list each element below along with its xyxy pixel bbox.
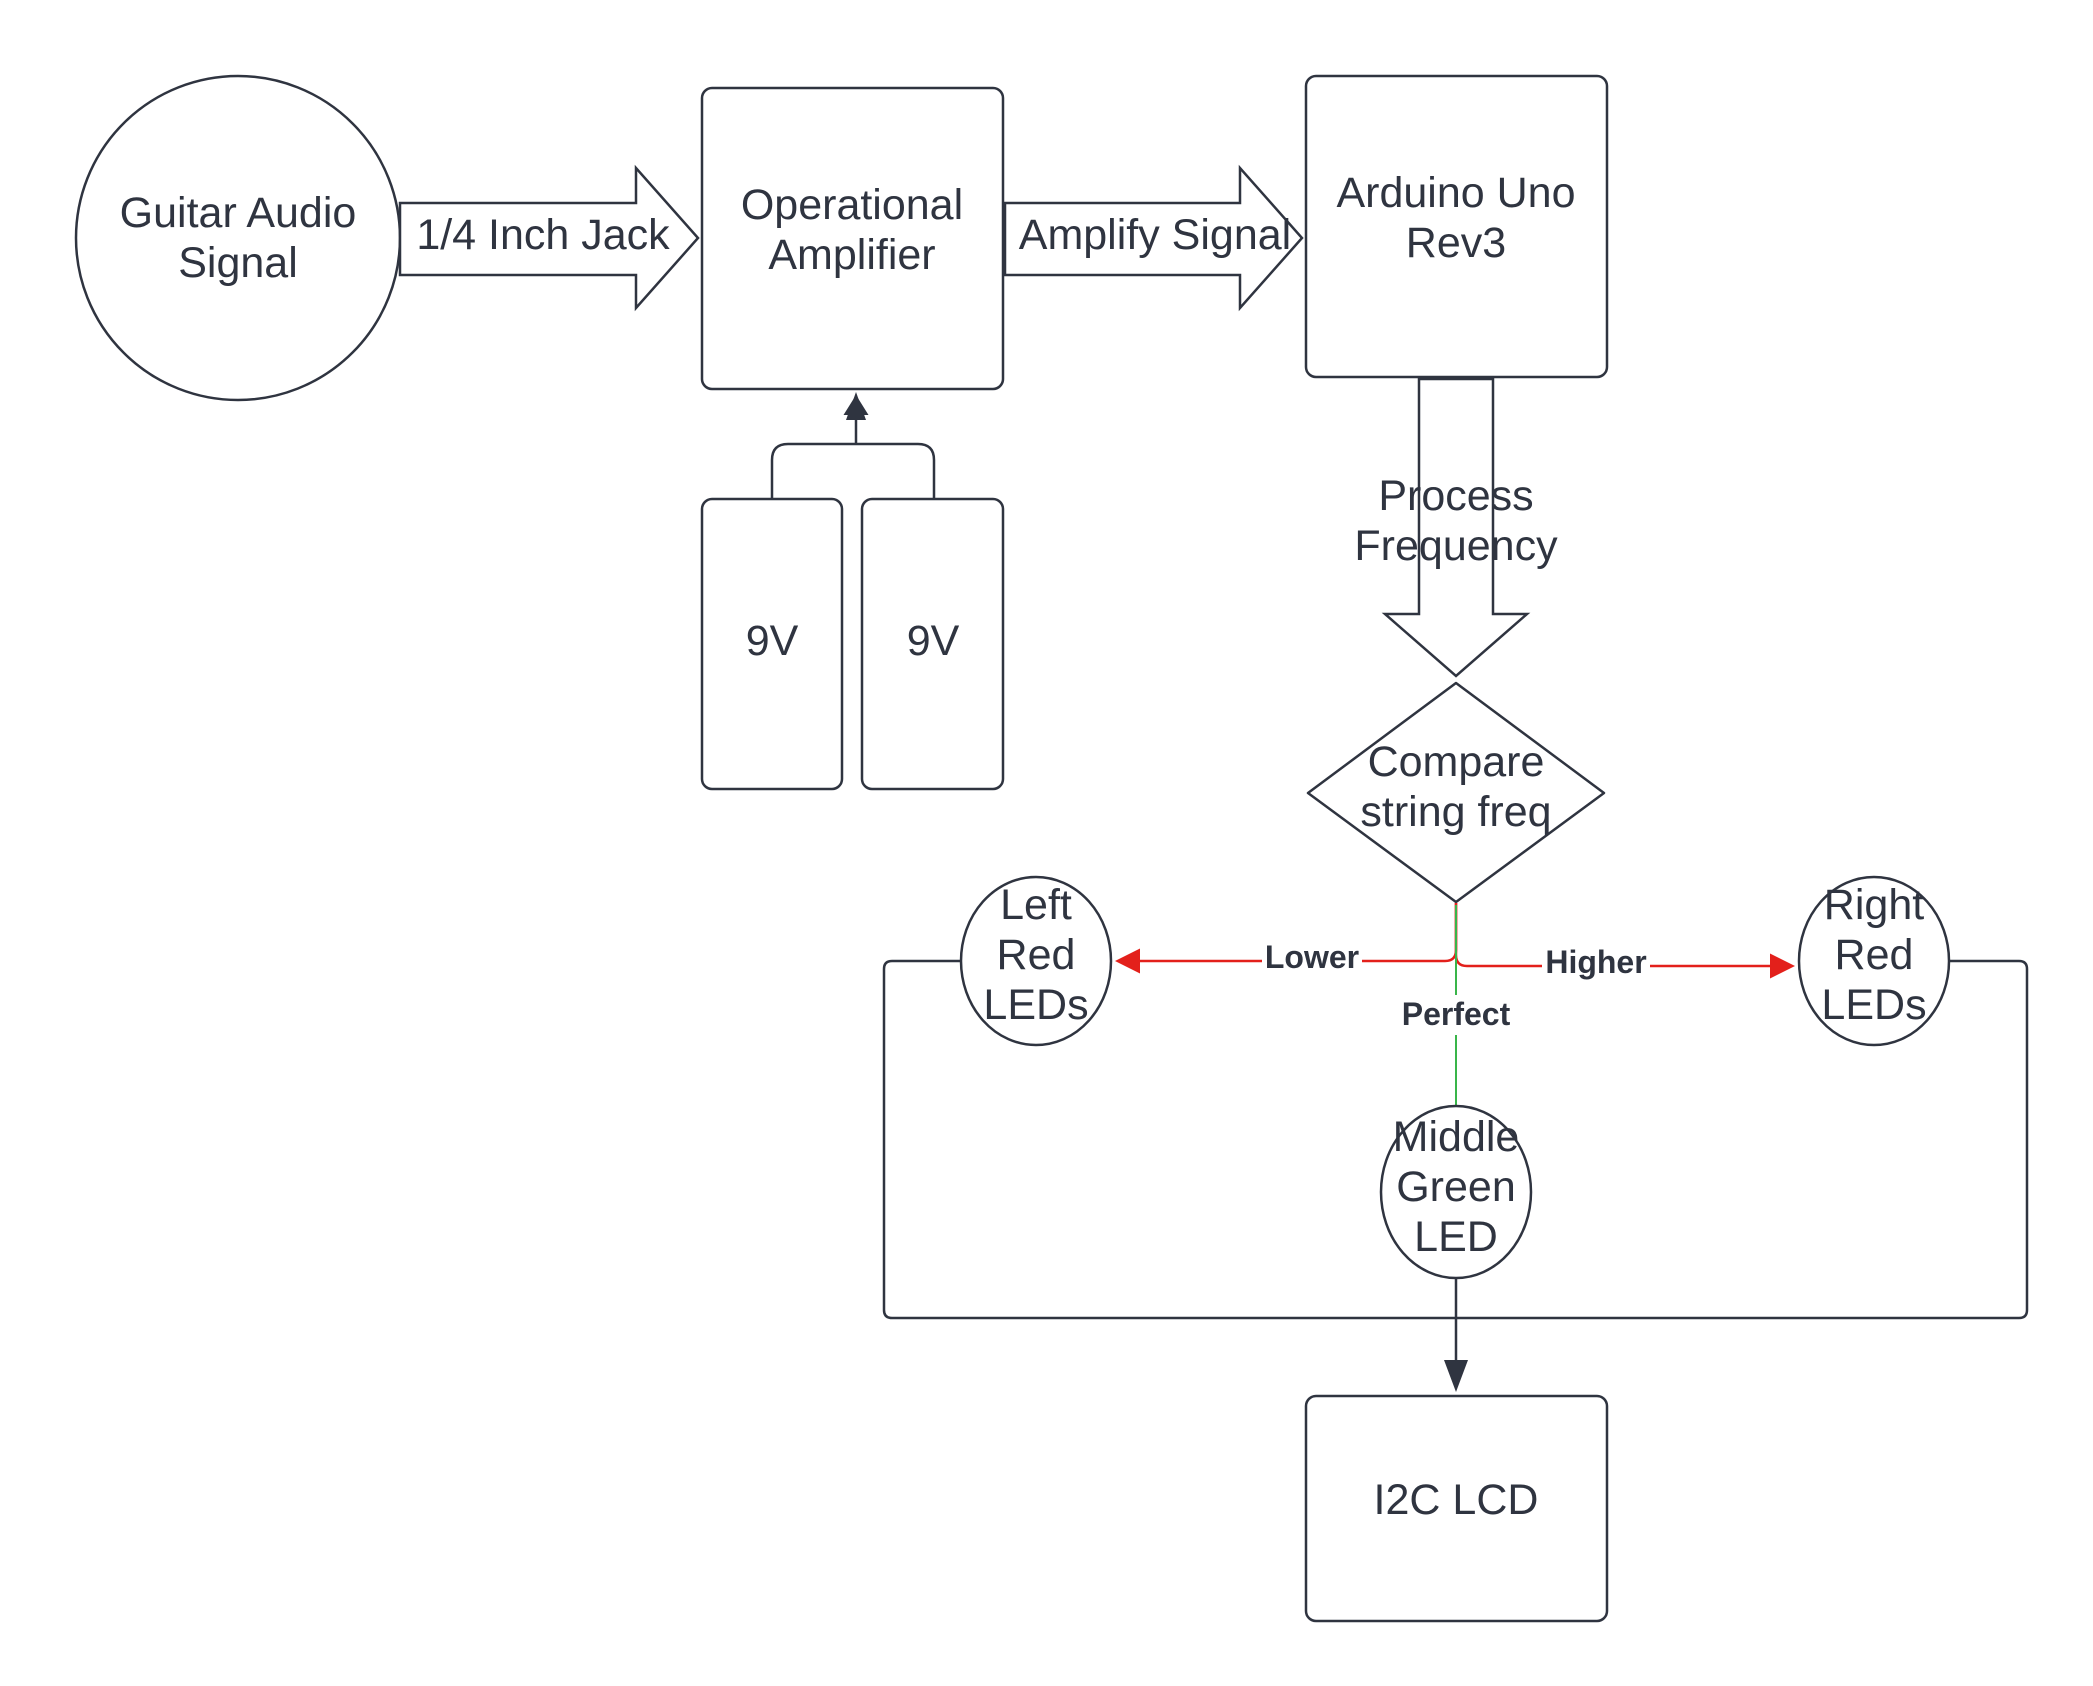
label-line: Process	[1378, 472, 1533, 520]
label-line: Signal	[178, 239, 298, 287]
label-line: Green	[1396, 1163, 1516, 1211]
amplify-signal-arrow: Amplify Signal	[1003, 164, 1304, 312]
battery-left-node[interactable]: 9V	[700, 497, 844, 791]
label-line: Red	[1835, 931, 1914, 979]
battery-left-label: 9V	[746, 617, 799, 665]
label-line: LEDs	[983, 981, 1088, 1029]
label-line: Arduino Uno	[1336, 169, 1575, 217]
label-line: LED	[1414, 1213, 1498, 1261]
branch-label-lower-group: Lower	[1262, 938, 1362, 978]
branch-label-higher-group: Higher	[1542, 943, 1650, 983]
lower-branch-label: Lower	[1265, 939, 1359, 975]
label-line: Red	[997, 931, 1076, 979]
label-line: Frequency	[1354, 522, 1558, 570]
label-line: Amplifier	[768, 231, 935, 279]
jack-arrow-label: 1/4 Inch Jack	[416, 211, 670, 259]
label-line: Rev3	[1406, 219, 1506, 267]
battery-right-label: 9V	[907, 617, 960, 665]
higher-branch-label: Higher	[1545, 944, 1646, 980]
label-line: Right	[1824, 881, 1924, 929]
label-line: Compare	[1368, 738, 1545, 786]
amplify-signal-label: Amplify Signal	[1019, 211, 1291, 259]
label-line: Operational	[741, 181, 963, 229]
jack-arrow: 1/4 Inch Jack	[398, 164, 700, 312]
lcd-bus-wires	[882, 959, 2029, 1392]
branch-label-perfect-group: Perfect	[1396, 995, 1516, 1035]
perfect-branch-label: Perfect	[1402, 996, 1511, 1032]
i2c-lcd-label: I2C LCD	[1374, 1476, 1539, 1524]
label-line: string freq	[1360, 788, 1551, 836]
battery-wires	[770, 392, 936, 500]
battery-right-node[interactable]: 9V	[860, 497, 1005, 791]
label-line: Guitar Audio	[120, 189, 357, 237]
i2c-lcd-node[interactable]: I2C LCD	[1304, 1394, 1609, 1623]
label-line: Left	[1000, 881, 1072, 929]
label-line: LEDs	[1821, 981, 1926, 1029]
label-line: Middle	[1393, 1113, 1520, 1161]
